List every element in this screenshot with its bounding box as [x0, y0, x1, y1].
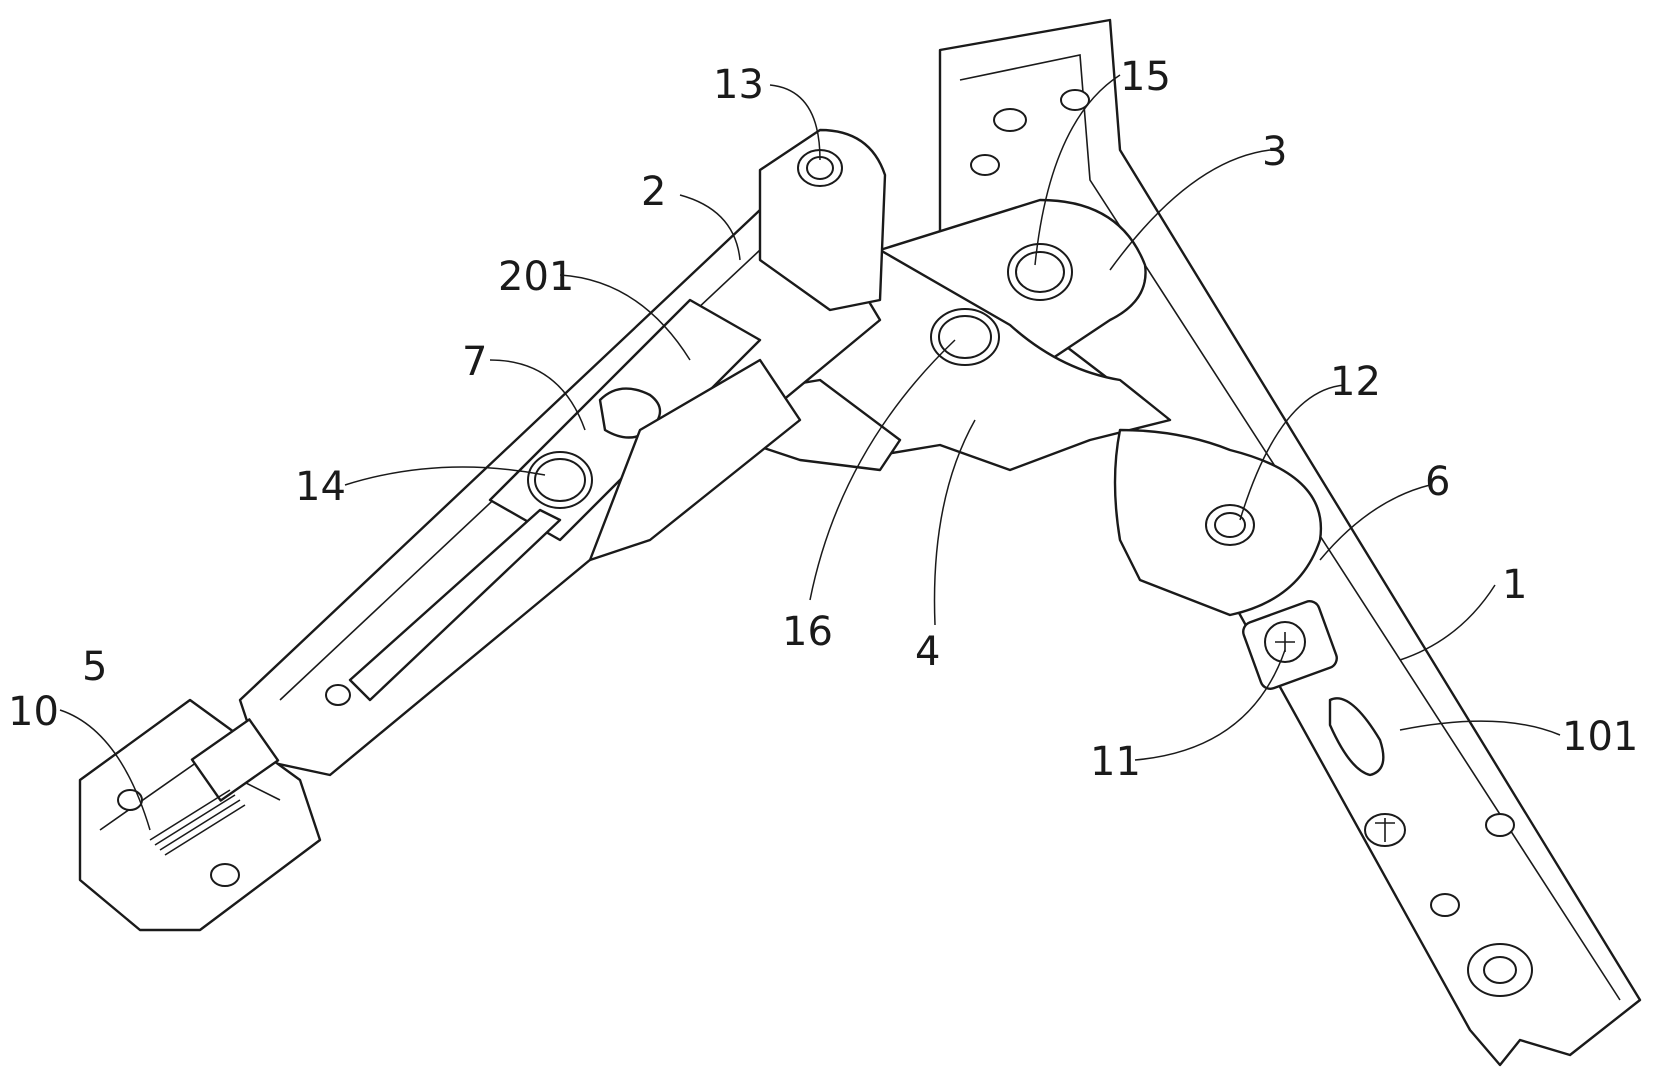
label-3: 3	[1262, 129, 1287, 175]
label-2: 2	[641, 169, 666, 215]
leader-101	[1399, 720, 1561, 736]
leader-16	[809, 339, 956, 601]
label-101: 101	[1562, 714, 1638, 760]
label-201: 201	[498, 254, 574, 300]
label-11: 11	[1090, 739, 1141, 785]
label-16: 16	[782, 609, 833, 655]
part-5-end-block	[78, 698, 322, 932]
label-4: 4	[915, 629, 940, 675]
label-6: 6	[1425, 459, 1450, 505]
label-1: 1	[1502, 562, 1527, 608]
leader-12	[1239, 384, 1346, 521]
label-12: 12	[1330, 359, 1381, 405]
part-2-arm	[238, 128, 887, 777]
callout-labels: 13 15 3 2 201 7 14 12 6 1 5 10 16 4 11 1…	[8, 54, 1638, 785]
label-14: 14	[295, 464, 346, 510]
leader-13	[769, 84, 821, 161]
leader-lines	[59, 74, 1561, 831]
leader-2	[679, 194, 741, 261]
label-7: 7	[462, 339, 487, 385]
leader-7	[489, 359, 586, 431]
label-15: 15	[1120, 54, 1171, 100]
leader-6	[1319, 484, 1431, 561]
part-3-plate	[878, 198, 1147, 362]
label-13: 13	[713, 62, 764, 108]
leader-15	[1034, 74, 1121, 266]
leader-4	[933, 419, 976, 626]
label-10: 10	[8, 689, 59, 735]
leader-10	[59, 709, 151, 831]
label-5: 5	[82, 644, 107, 690]
leader-1	[1399, 584, 1496, 661]
leader-3	[1109, 149, 1271, 271]
part-6-link	[1113, 428, 1338, 690]
leader-201	[559, 274, 691, 361]
leader-14	[344, 466, 546, 486]
leader-11	[1134, 649, 1286, 761]
